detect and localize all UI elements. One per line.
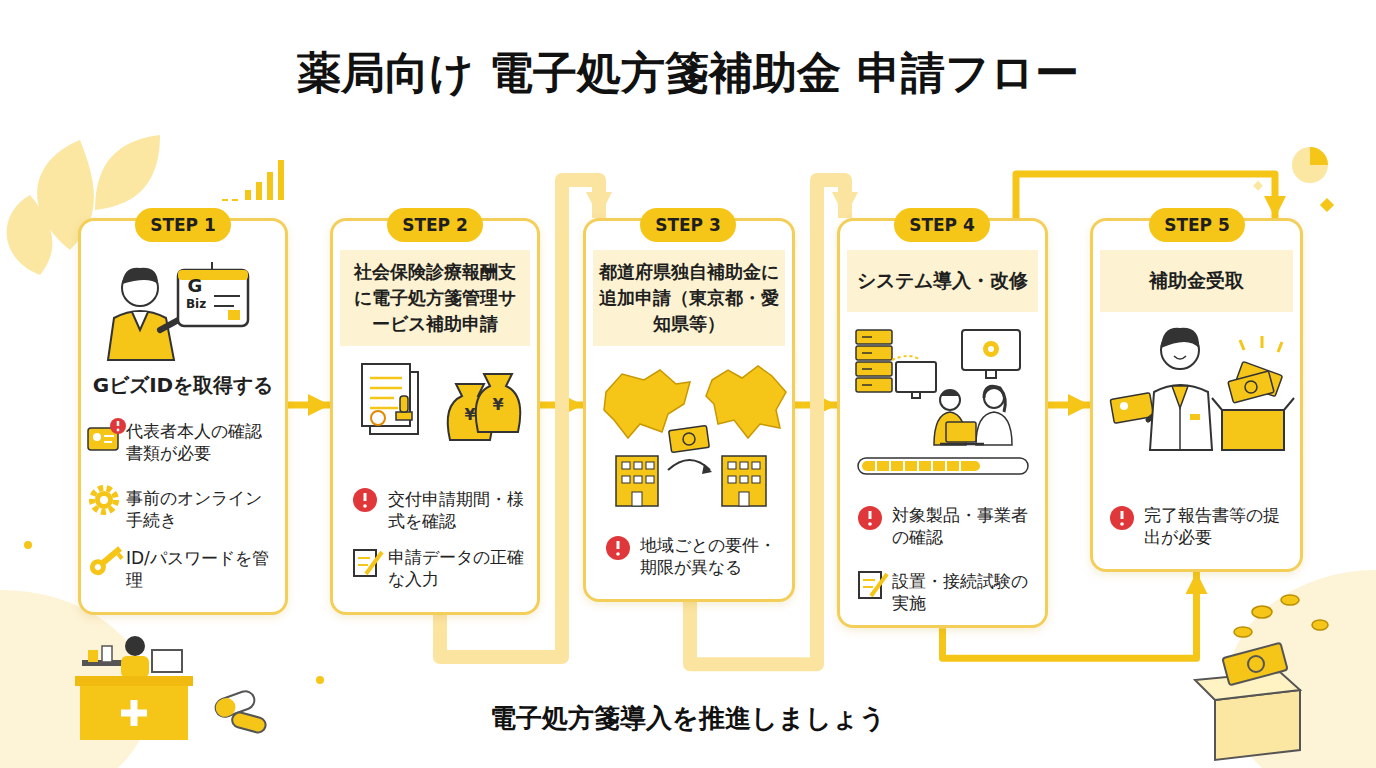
note-text: 代表者本人の確認書類が必要 [126, 420, 276, 464]
step-heading: システム導入・改修 [847, 250, 1038, 312]
diagram-title: 薬局向け 電子処方箋補助金 申請フロー [0, 44, 1376, 101]
note-text: 地域ごとの要件・期限が異なる [640, 534, 785, 578]
step-card: STEP 2社会保険診療報酬支に電子処方箋管理サービス補助申請交付申請期間・様式… [330, 218, 540, 615]
step-heading: GビズIDを取得する [84, 372, 282, 398]
icon-label: Biz [180, 298, 212, 311]
step-badge: STEP 2 [387, 208, 483, 242]
step-badge: STEP 4 [894, 208, 990, 242]
note-text: 交付申請期間・様式を確認 [388, 488, 530, 532]
step-card: STEP 5補助金受取完了報告書等の提出が必要 [1090, 218, 1303, 572]
step-badge: STEP 5 [1149, 208, 1245, 242]
icon-label: ¥ [460, 406, 480, 424]
flow-arrow [288, 402, 330, 409]
note-text: 事前のオンライン手続き [126, 487, 276, 531]
note-text: 設置・接続試験の実施 [892, 570, 1038, 614]
note-text: 対象製品・事業者の確認 [892, 504, 1038, 548]
step-heading: 社会保険診療報酬支に電子処方箋管理サービス補助申請 [340, 250, 530, 346]
step-card: STEP 4システム導入・改修対象製品・事業者の確認設置・接続試験の実施 [837, 218, 1048, 628]
diagram-caption: 電子処方箋導入を推進しましょう [300, 702, 1076, 736]
step-heading: 補助金受取 [1100, 250, 1293, 312]
flow-arrow [1048, 402, 1090, 409]
step-badge: STEP 3 [640, 208, 736, 242]
note-text: 申請データの正確な入力 [388, 546, 530, 590]
icon-label: ¥ [488, 396, 508, 414]
step-card: STEP 1GビズIDを取得する代表者本人の確認書類が必要事前のオンライン手続き… [78, 218, 288, 615]
note-text: 完了報告書等の提出が必要 [1144, 504, 1294, 548]
step-card: STEP 3都道府県独自補助金に追加申請（東京都・愛知県等）地域ごとの要件・期限… [583, 218, 795, 602]
step-badge: STEP 1 [135, 208, 231, 242]
step-heading: 都道府県独自補助金に追加申請（東京都・愛知県等） [593, 250, 785, 346]
icon-label: G [184, 276, 206, 296]
note-text: ID/パスワードを管理 [126, 547, 276, 591]
